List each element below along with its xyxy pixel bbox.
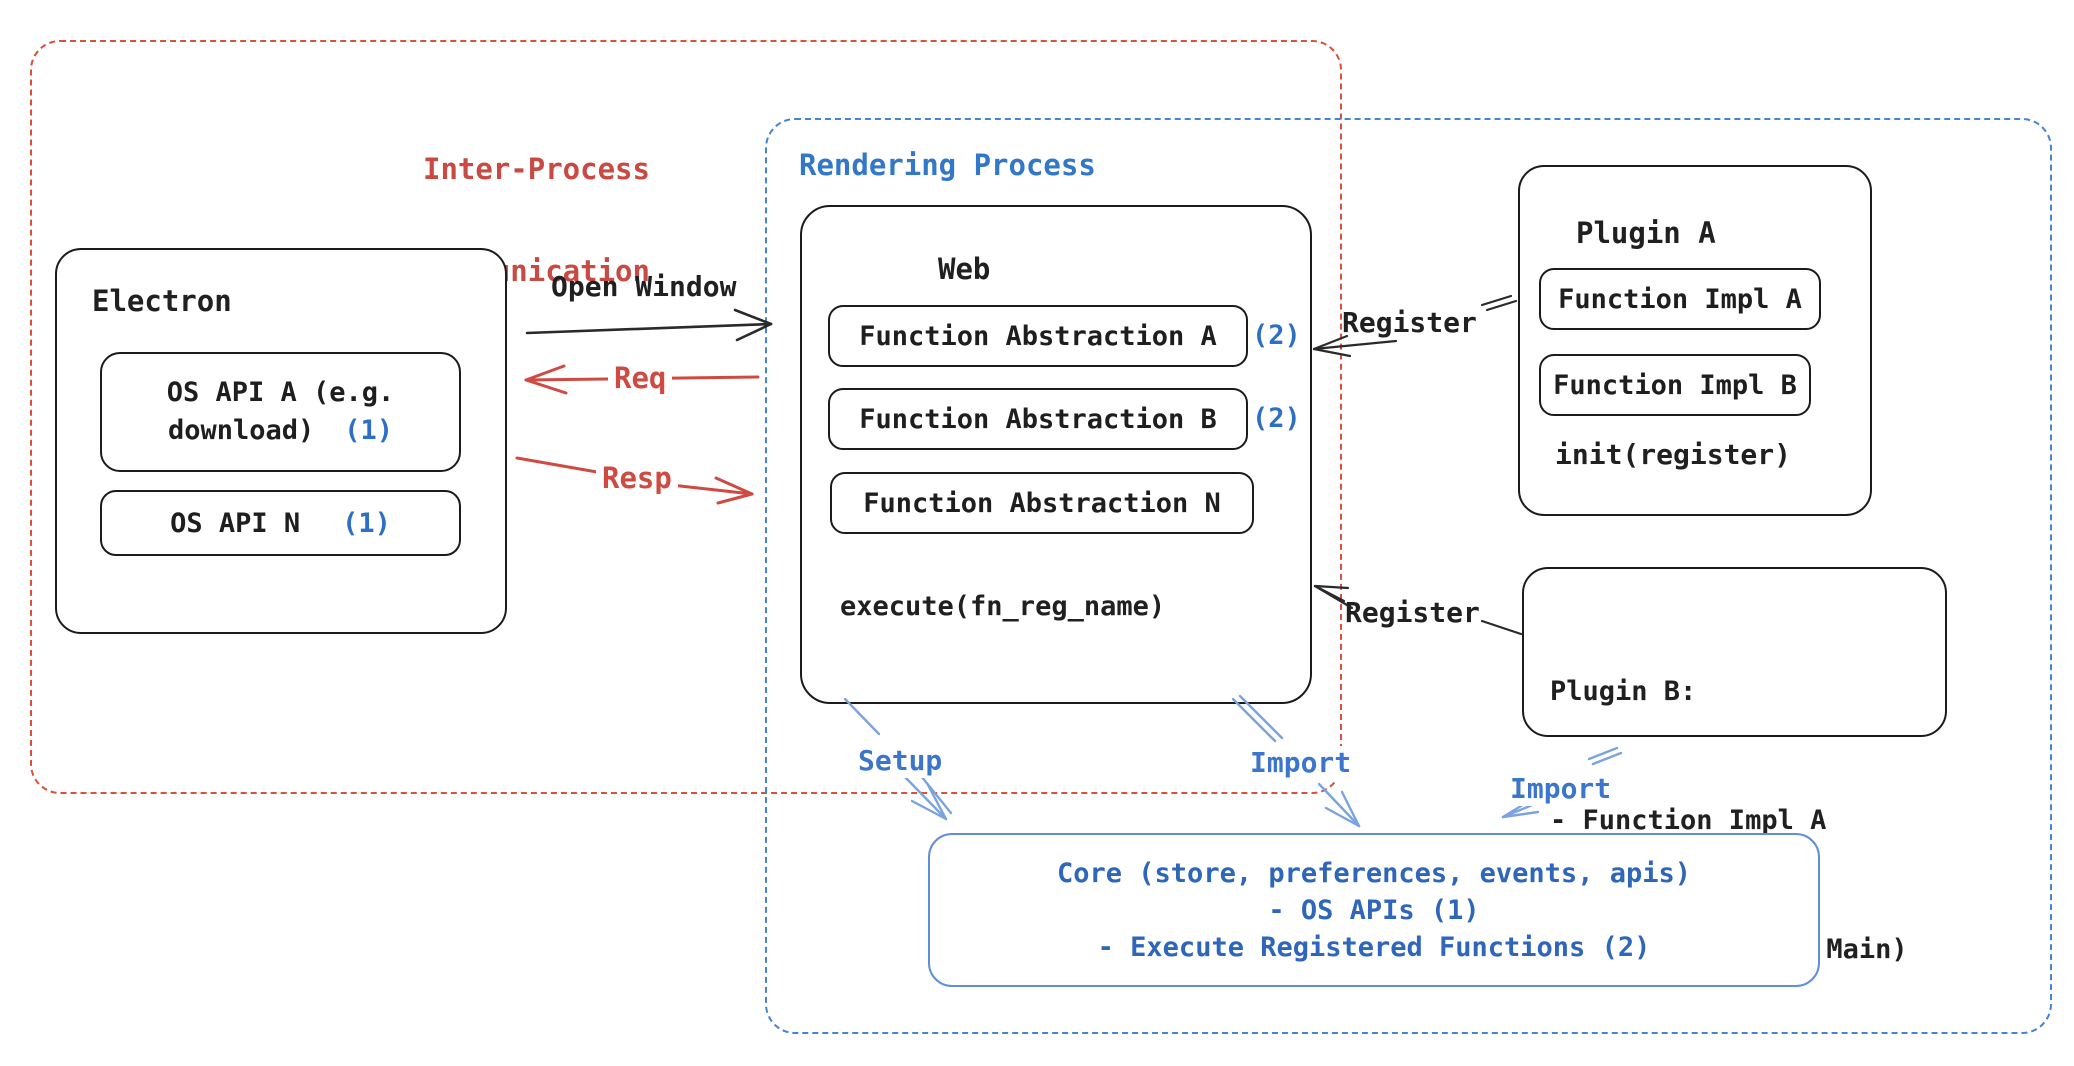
- web-title: Web: [938, 252, 991, 286]
- plugin-a-box: [1518, 165, 1872, 516]
- function-abstraction-n-box: Function Abstraction N: [830, 472, 1254, 534]
- os-api-a-badge: (1): [344, 415, 394, 446]
- import-plugin-b-label: Import: [1506, 772, 1616, 806]
- req-label: Req: [608, 361, 673, 395]
- function-abstraction-a-box: Function Abstraction A: [828, 305, 1248, 367]
- function-abstraction-a-label: Function Abstraction A: [859, 320, 1217, 352]
- open-window-label: Open Window: [551, 270, 737, 303]
- function-abstraction-n-label: Function Abstraction N: [863, 487, 1221, 519]
- plugin-b-item1: - Function Impl A: [1550, 805, 1827, 836]
- execute-call-label: execute(fn_reg_name): [840, 591, 1166, 622]
- core-line3: - Execute Registered Functions (2): [1097, 931, 1651, 963]
- core-line2: - OS APIs (1): [1268, 894, 1480, 926]
- resp-label: Resp: [596, 461, 678, 495]
- os-api-a-line1: OS API A (e.g.: [166, 377, 395, 408]
- setup-label: Setup: [854, 744, 947, 778]
- web-box: [800, 205, 1312, 704]
- import-web-label: Import: [1246, 746, 1356, 780]
- function-abstraction-b-badge: (2): [1252, 403, 1301, 434]
- register-b-label: Register: [1345, 596, 1480, 629]
- ipc-label-line1: Inter-Process: [423, 152, 650, 186]
- rendering-process-frame: [765, 118, 2052, 1034]
- core-box: Core (store, preferences, events, apis) …: [928, 833, 1820, 987]
- os-api-n-box: OS API N (1): [100, 490, 461, 556]
- electron-title: Electron: [92, 284, 232, 318]
- function-abstraction-b-box: Function Abstraction B: [828, 388, 1248, 450]
- function-impl-b-box: Function Impl B: [1539, 354, 1811, 416]
- function-impl-a-label: Function Impl A: [1558, 283, 1802, 315]
- os-api-a-line2: download) (1): [168, 412, 393, 450]
- core-line1: Core (store, preferences, events, apis): [1057, 857, 1691, 889]
- plugin-b-title: Plugin B:: [1550, 676, 1697, 707]
- ipc-group-frame: [30, 40, 1342, 794]
- init-register-label: init(register): [1555, 438, 1792, 471]
- rendering-process-label: Rendering Process: [799, 148, 1096, 182]
- os-api-n-badge: (1): [342, 507, 391, 539]
- os-api-a-box: OS API A (e.g. download) (1): [100, 352, 461, 472]
- plugin-a-title: Plugin A: [1576, 216, 1716, 250]
- function-abstraction-a-badge: (2): [1252, 320, 1301, 351]
- function-impl-a-box: Function Impl A: [1539, 268, 1821, 330]
- os-api-a-line2-text: download): [167, 415, 315, 446]
- function-abstraction-b-label: Function Abstraction B: [859, 403, 1217, 435]
- plugin-b-box: [1522, 567, 1947, 737]
- function-impl-b-label: Function Impl B: [1553, 369, 1797, 401]
- register-a-label: Register: [1342, 306, 1477, 339]
- os-api-n-label: OS API N: [170, 507, 301, 539]
